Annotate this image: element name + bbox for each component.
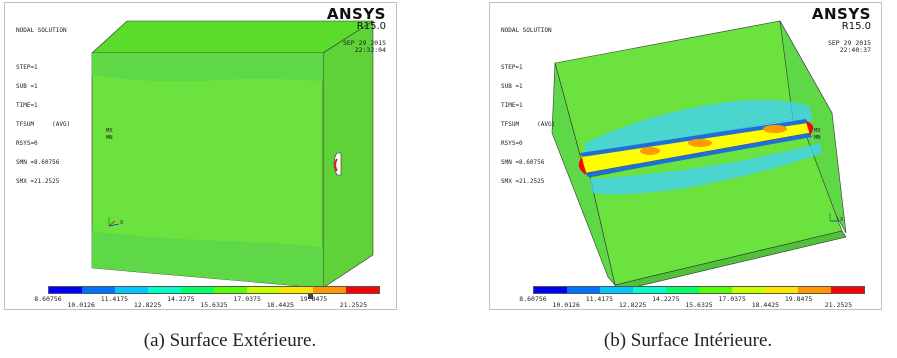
- ansys-logo: ANSYS R15.0: [811, 5, 871, 32]
- legend-swatch: [313, 287, 346, 293]
- min-label: MN: [106, 135, 113, 141]
- legend-tick: 12.8225: [618, 301, 647, 309]
- max-label: MX: [814, 128, 821, 134]
- legend-tick: 18.4425: [266, 301, 295, 309]
- legend-bar: [533, 286, 865, 294]
- cool-band-upper: [585, 99, 812, 163]
- contour-band-bottom: [92, 231, 323, 288]
- legend-swatch: [82, 287, 115, 293]
- legend-tick: 18.4425: [751, 301, 780, 309]
- legend-tick: 8.60756: [34, 295, 62, 303]
- caption-a: (a) Surface Extérieure.: [143, 330, 317, 351]
- solution-info: NODAL SOLUTION STEP=1 SUB =1 TIME=1 TFSU…: [16, 26, 71, 185]
- hot-patch: [688, 139, 712, 147]
- legend-swatch: [732, 287, 765, 293]
- legend-swatch: [765, 287, 798, 293]
- contour-band-top: [92, 53, 323, 82]
- ansys-logo: ANSYS R15.0: [326, 5, 386, 32]
- triad-x-label: X: [120, 220, 124, 226]
- cool-band-lower: [590, 143, 822, 195]
- legend-swatch: [633, 287, 666, 293]
- legend-swatch: [831, 287, 864, 293]
- legend-tick: 12.8225: [133, 301, 162, 309]
- caption-b: (b) Surface Intérieure.: [603, 330, 773, 351]
- hot-spot: [334, 158, 338, 172]
- legend-swatch: [600, 287, 633, 293]
- legend-swatch: [666, 287, 699, 293]
- legend-swatch: [534, 287, 567, 293]
- exterior-block-view: [91, 20, 375, 299]
- legend-tick: 15.6325: [200, 301, 228, 309]
- legend-tick: 11.4175: [585, 295, 614, 303]
- timestamp: SEP 29 2015 22:32:04: [342, 39, 386, 54]
- legend-tick: 17.0375: [718, 295, 746, 303]
- legend-swatch: [798, 287, 831, 293]
- max-label: MX: [106, 128, 113, 134]
- legend-swatch: [699, 287, 732, 293]
- legend-swatch: [247, 287, 280, 293]
- hot-spot: [578, 157, 586, 175]
- color-legend: 8.60756 11.4175 14.2275 17.0375 19.8475 …: [519, 286, 865, 309]
- legend-tick: 19.8475: [784, 295, 813, 303]
- legend-bar: [48, 286, 380, 294]
- triad-x-axis: [108, 223, 120, 227]
- hot-spot: [806, 121, 814, 135]
- solution-info: NODAL SOLUTION STEP=1 SUB =1 TIME=1 TFSU…: [501, 26, 556, 185]
- min-label: MN: [814, 135, 821, 141]
- legend-tick: 10.0126: [552, 301, 580, 309]
- legend-tick: 21.2525: [339, 301, 368, 309]
- legend-tick: 10.0126: [67, 301, 95, 309]
- legend-tick: 14.2275: [652, 295, 680, 303]
- legend-tick: 17.0375: [233, 295, 261, 303]
- legend-swatch: [214, 287, 247, 293]
- legend-tick: 19.8475: [299, 295, 328, 303]
- legend-tick: 11.4175: [100, 295, 129, 303]
- hot-patch: [640, 147, 660, 155]
- triad-x-label: X: [840, 217, 844, 223]
- color-legend: 8.60756 11.4175 14.2275 17.0375 19.8475 …: [34, 286, 380, 309]
- interior-block-view: [551, 20, 847, 292]
- legend-tick: 8.60756: [519, 295, 547, 303]
- legend-swatch: [148, 287, 181, 293]
- legend-tick: 15.6325: [685, 301, 713, 309]
- block-right-face: [322, 20, 374, 289]
- legend-swatch: [181, 287, 214, 293]
- legend-swatch: [346, 287, 379, 293]
- legend-swatch: [567, 287, 600, 293]
- legend-swatch: [49, 287, 82, 293]
- triad-z-axis: [108, 220, 116, 227]
- slot-edge-upper: [580, 119, 808, 157]
- legend-swatch: [115, 287, 148, 293]
- contour-plot-panel-exterior: NODAL SOLUTION STEP=1 SUB =1 TIME=1 TFSU…: [4, 2, 397, 310]
- legend-tick: 21.2525: [824, 301, 853, 309]
- min-marker: [308, 293, 313, 299]
- legend-tick: 14.2275: [167, 295, 195, 303]
- legend-swatch: [280, 287, 313, 293]
- timestamp: SEP 29 2015 22:40:37: [827, 39, 871, 54]
- hot-patch: [763, 125, 787, 133]
- slot-edge-lower: [586, 133, 812, 177]
- contour-plot-panel-interior: NODAL SOLUTION STEP=1 SUB =1 TIME=1 TFSU…: [489, 2, 882, 310]
